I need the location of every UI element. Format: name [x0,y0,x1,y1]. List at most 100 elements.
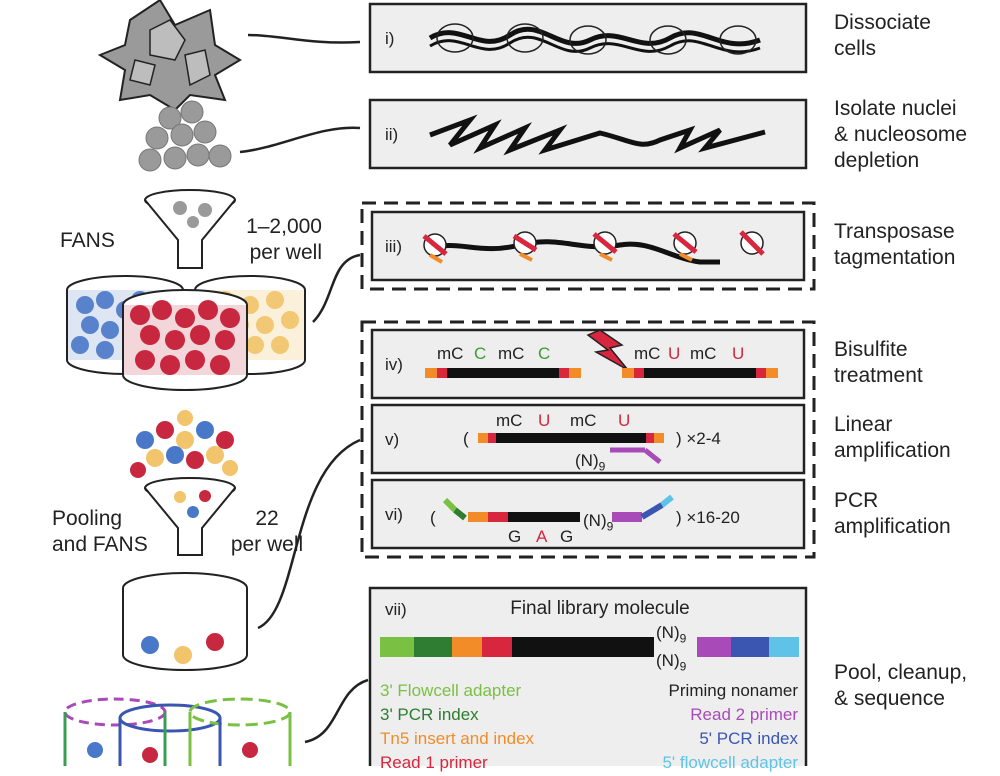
legend-item: 3' PCR index [380,705,479,724]
legend-item: Tn5 insert and index [380,729,535,748]
step-ii-box [368,98,808,170]
pcr-amplified-molecule [442,494,674,522]
tagmented-dna-icon [422,230,765,265]
linear-amplified-molecule [478,433,664,464]
pooling-line: Pooling [52,507,123,530]
iv-mark: U [732,344,745,363]
step-iii-label-line: tagmentation [834,246,956,269]
legend-item: Priming nonamer [668,681,798,700]
cells-per-well-label: 1–2,000 per well [232,214,322,266]
v-n9: (N) [575,451,599,470]
step-vii-label-line: Pool, cleanup, [834,661,968,684]
naked-dna-icon [429,114,766,156]
v-multiplier: ) ×2-4 [676,429,721,448]
step-iv-box [370,328,806,400]
vi-base: G [560,527,574,546]
iv-mark: mC [690,344,717,363]
cells-per-well-line: 1–2,000 [246,215,322,238]
nucleosome-icons [436,23,757,55]
iv-mark: U [668,344,681,363]
step-vii-label-line: & sequence [834,687,945,710]
step-iii-label: Transposase tagmentation [834,219,955,271]
chromatin-icon [428,26,761,54]
iv-mark: C [474,344,487,363]
step-vi-box [370,478,806,550]
pooling-line: and FANS [52,533,148,556]
pooled-well-icon [122,572,248,671]
nuclei-icon [138,100,232,172]
step-vi-label-line: PCR [834,489,879,512]
step-vi-label: PCR amplification [834,488,951,540]
funnel-2-nuclei-icon [174,490,211,518]
vi-multiplier: ) ×16-20 [676,508,740,527]
legend-item: 3' Flowcell adapter [380,681,522,700]
vi-nonamer-label: (N)9 [583,508,613,539]
v-nonamer-label: (N)9 [575,448,605,479]
conversion-group [360,320,816,559]
step-ii-label-line: depletion [834,149,920,172]
step-i-box [368,2,808,74]
step-v-label-line: amplification [834,439,951,462]
step-i-label-line: cells [834,37,877,60]
cell-cluster-icon [97,0,242,112]
iv-mark: mC [437,344,464,363]
step-iv-label-line: treatment [834,364,923,387]
v-mark: U [538,411,551,430]
sorted-wells-icon [66,275,306,391]
pooled-per-well-line: per well [230,533,304,556]
step-iv-label: Bisulfite treatment [834,337,923,389]
legend-item: Read 1 primer [380,753,488,772]
step-i-label-line: Dissociate [834,11,931,34]
v-open-paren: ( [463,429,469,448]
vi-open-paren: ( [430,508,436,527]
final-n9: (N) [656,651,680,670]
bisulfite-lightning-icon [586,329,629,371]
legend-item: Read 2 primer [690,705,798,724]
final-n9-top: (N)9 [656,620,686,651]
step-vi-numeral: vi) [385,505,403,524]
step-ii-label: Isolate nuclei & nucleosome depletion [834,96,967,174]
v-mark: mC [570,411,597,430]
step-v-label-line: Linear [834,413,893,436]
tagmentation-group [360,201,816,291]
legend-item: 5' PCR index [699,729,798,748]
step-iii-label-line: Transposase [834,220,955,243]
final-library-title: Final library molecule [510,598,690,619]
funnel-2-icon [144,477,236,556]
pooled-per-well-line: 22 [255,507,279,530]
post-bisulfite-molecule [622,368,778,378]
v-n9-sub: 9 [598,459,606,474]
step-iv-numeral: iv) [385,355,403,374]
step-i-label: Dissociate cells [834,10,931,62]
iv-mark: C [538,344,551,363]
iv-mark: mC [498,344,525,363]
vi-n9: (N) [583,511,607,530]
pooled-per-well-label: 22 per well [222,506,312,558]
step-vii-numeral: vii) [385,600,407,619]
step-ii-label-line: Isolate nuclei [834,97,957,120]
step-vi-label-line: amplification [834,515,951,538]
pooled-nuclei-icon [130,410,238,478]
pooling-label: Pooling and FANS [52,506,148,558]
pre-bisulfite-molecule [425,368,581,378]
step-iv-label-line: Bisulfite [834,338,908,361]
v-mark: U [618,411,631,430]
v-mark: mC [496,411,523,430]
final-n9: (N) [656,623,680,642]
step-v-label: Linear amplification [834,412,951,464]
step-vii-label: Pool, cleanup, & sequence [834,660,967,712]
vi-base: G [508,527,522,546]
step-v-numeral: v) [385,430,400,449]
fans-label: FANS [60,229,115,252]
indexed-wells-icon [63,697,292,766]
step-vii-box [368,586,808,766]
funnel-nuclei-icon [173,201,212,228]
step-i-numeral: i) [385,29,395,48]
iv-mark: mC [634,344,661,363]
legend-item: 5' flowcell adapter [662,753,798,772]
funnel-icon [144,189,236,269]
final-n9-bottom: (N)9 [656,648,686,679]
final-n9-sub: 9 [679,631,687,646]
step-iii-numeral: iii) [385,237,402,256]
